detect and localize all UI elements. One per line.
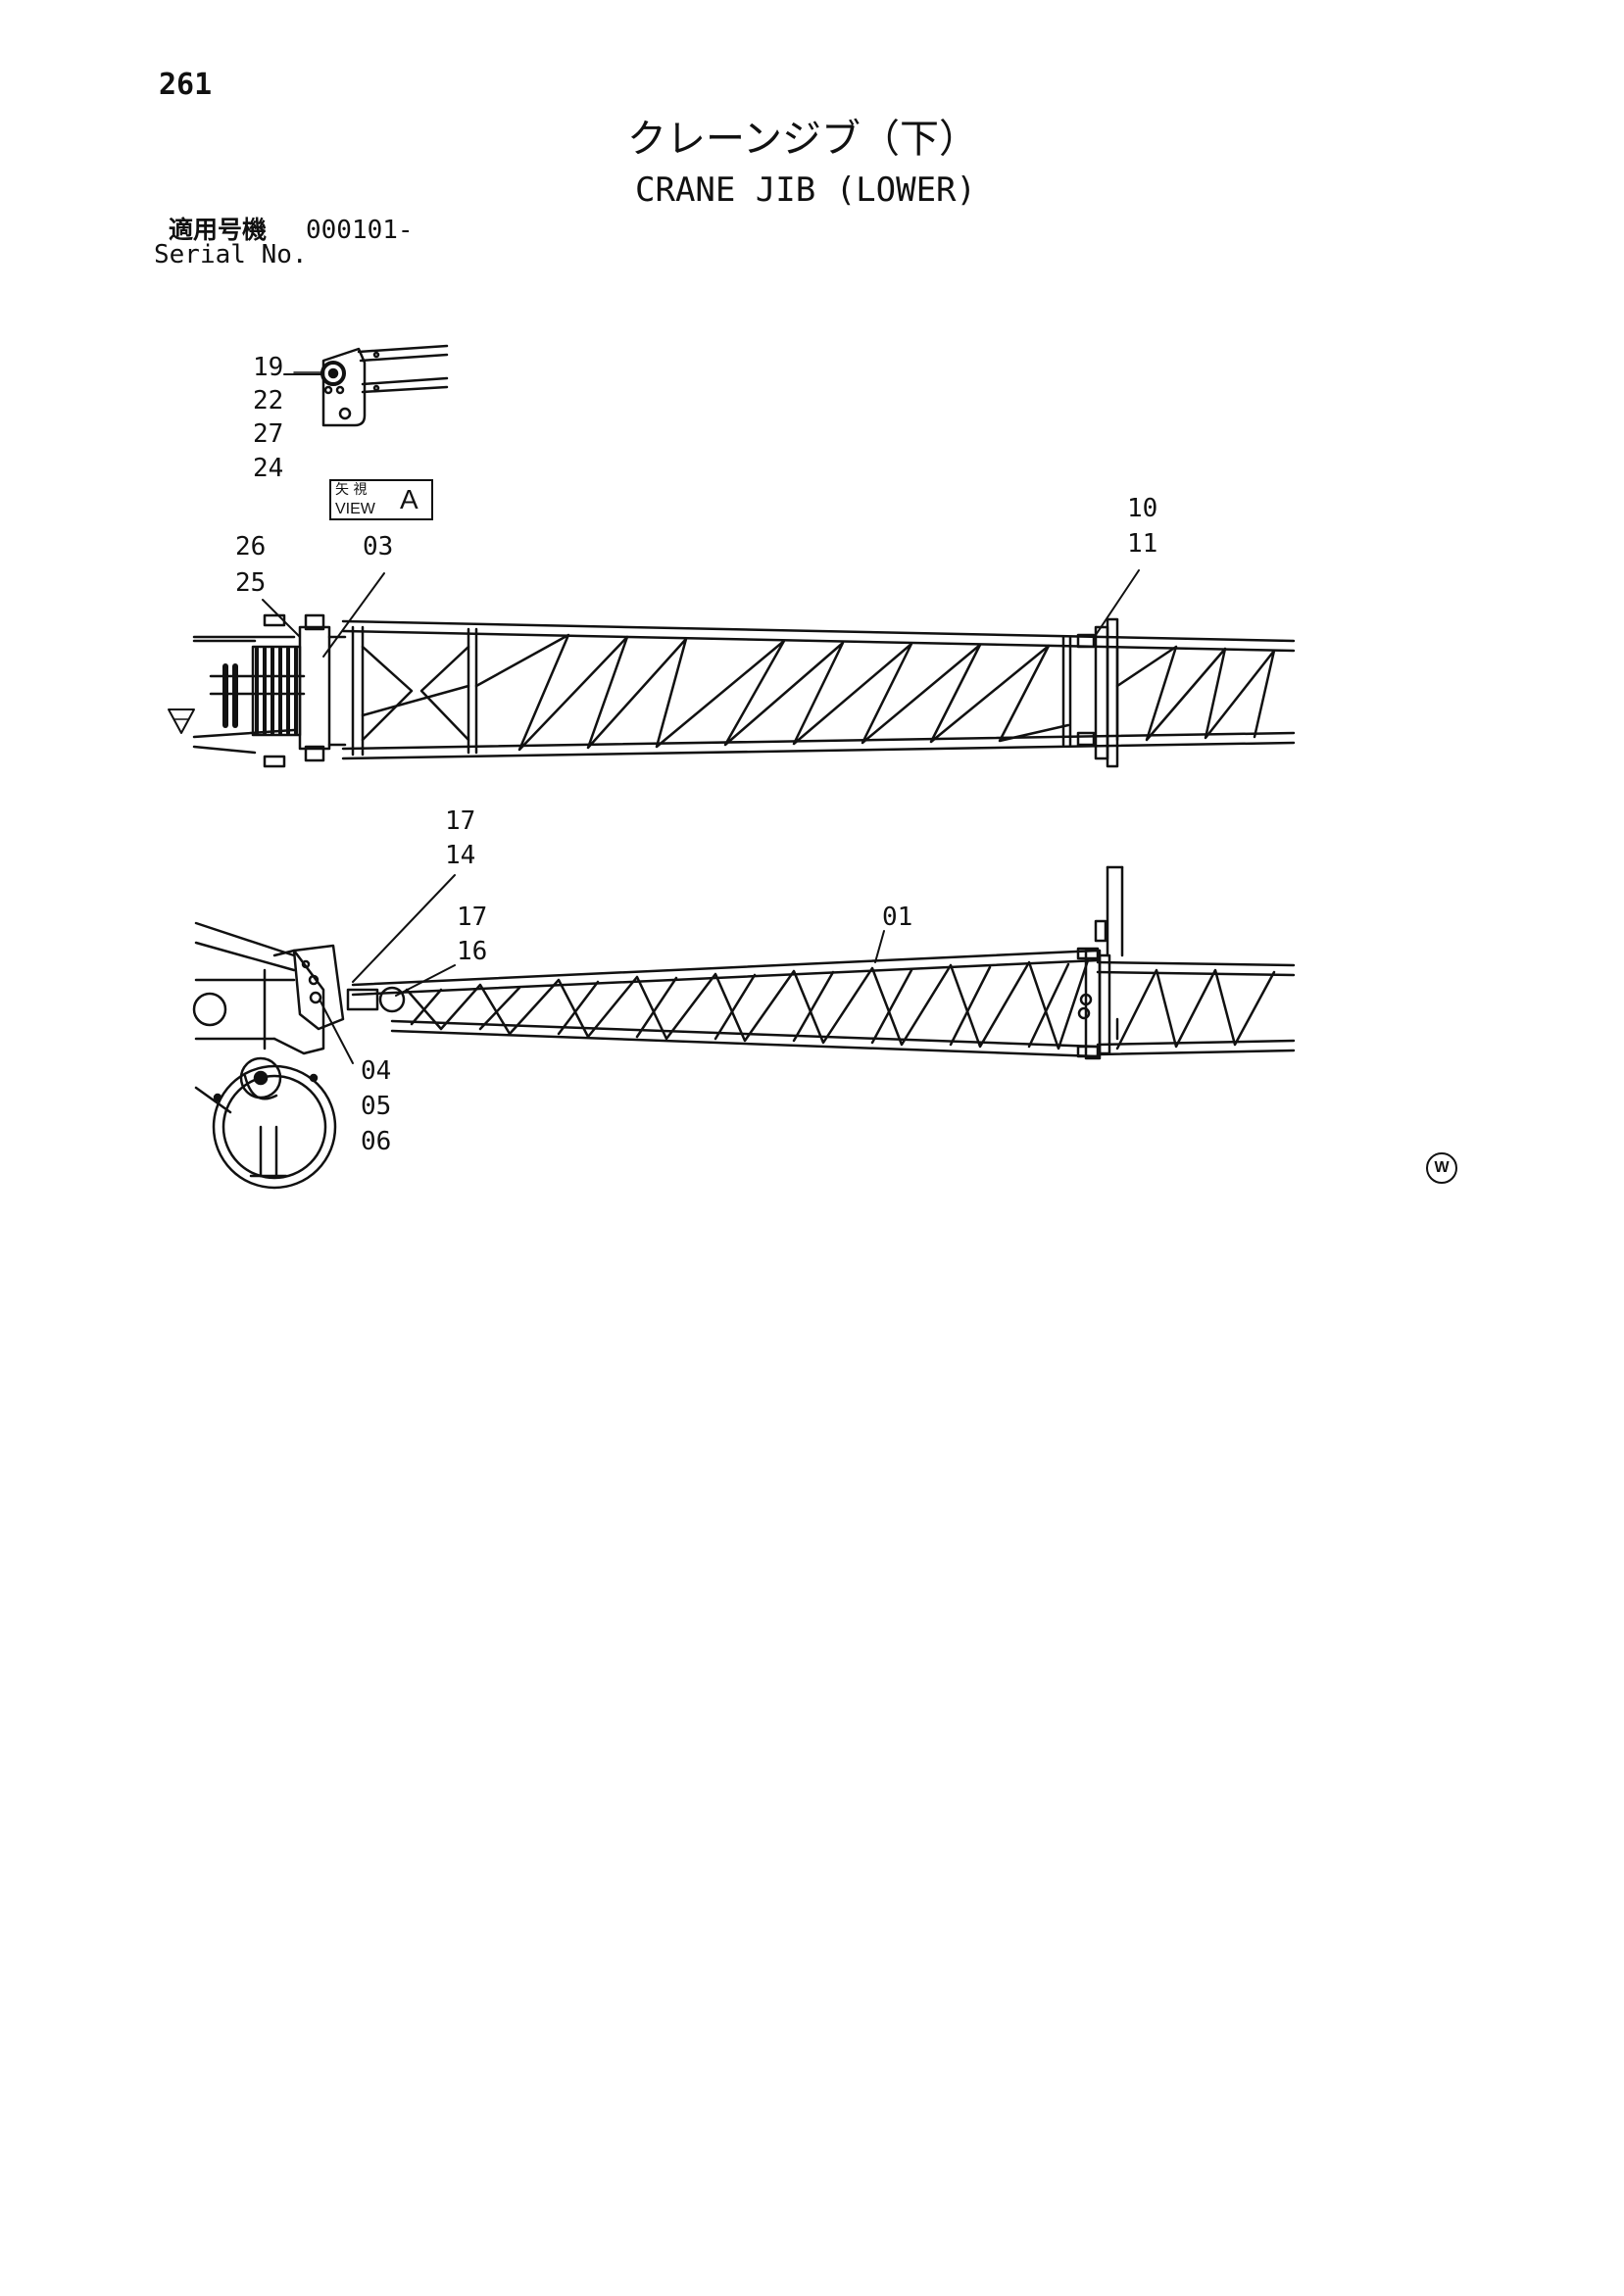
view-a-bracket-detail xyxy=(293,344,449,427)
serial-label-english: Serial No. xyxy=(154,240,308,269)
callout-05: 05 xyxy=(361,1092,392,1121)
title-japanese: クレーンジブ（下） xyxy=(627,117,978,162)
callout-14: 14 xyxy=(445,841,476,870)
callout-06: 06 xyxy=(361,1127,392,1156)
callout-24: 24 xyxy=(253,454,284,483)
callout-16: 16 xyxy=(457,937,488,966)
view-a-letter: A xyxy=(400,484,418,514)
view-a-label-box: 矢 視 VIEW A xyxy=(329,479,433,520)
callout-04: 04 xyxy=(361,1056,392,1086)
callout-25: 25 xyxy=(235,568,267,598)
jib-top-view xyxy=(168,613,1296,768)
title-english: CRANE JIB (LOWER) xyxy=(635,171,976,210)
callout-03: 03 xyxy=(363,532,394,562)
callout-11: 11 xyxy=(1127,529,1158,559)
callout-26: 26 xyxy=(235,532,267,562)
view-a-label-japanese: 矢 視 xyxy=(335,482,368,498)
serial-label-japanese: 適用号機 xyxy=(169,216,268,244)
page-number: 261 xyxy=(159,68,213,102)
jib-side-view xyxy=(192,865,1296,1190)
w-mark-symbol: W xyxy=(1426,1152,1457,1184)
callout-19: 19 xyxy=(253,353,284,382)
callout-17-upper: 17 xyxy=(445,806,476,836)
leader-lines xyxy=(262,373,1140,1064)
callout-01: 01 xyxy=(882,903,913,932)
callout-10: 10 xyxy=(1127,494,1158,523)
callout-27: 27 xyxy=(253,419,284,449)
view-a-label-english: VIEW xyxy=(335,501,375,517)
callout-17-lower: 17 xyxy=(457,903,488,932)
callout-22: 22 xyxy=(253,386,284,415)
serial-value: 000101- xyxy=(306,216,414,245)
